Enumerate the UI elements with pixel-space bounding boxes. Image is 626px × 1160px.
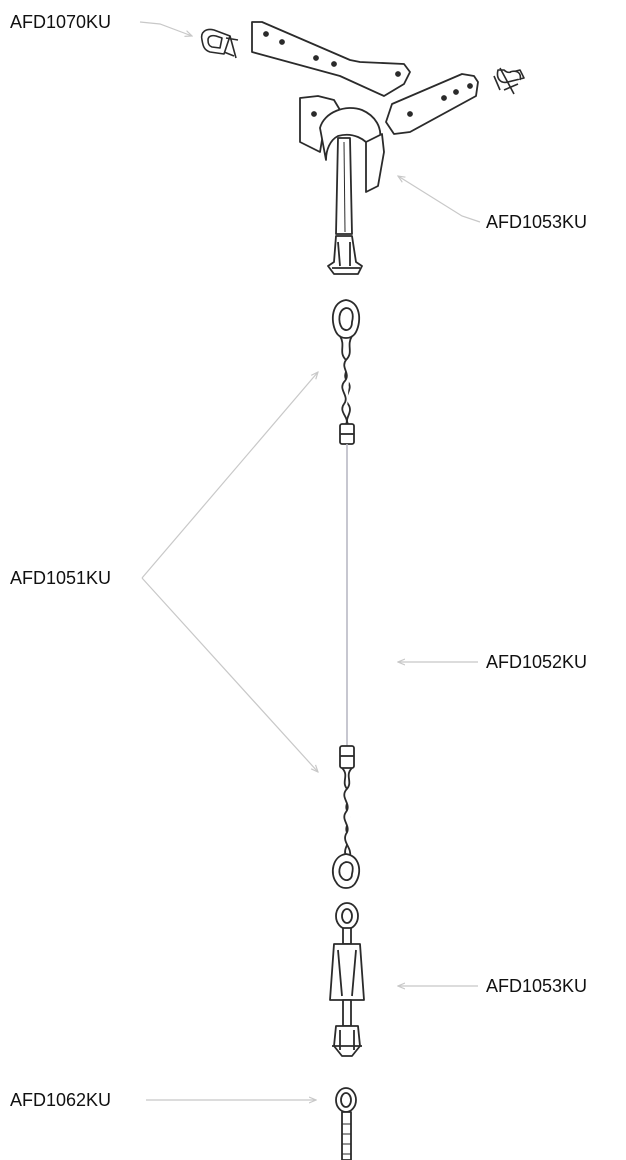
leader-bracket-clip [139, 21, 192, 36]
label-eye-bolt: AFD1062KU [10, 1090, 112, 1110]
wire-loop-bottom [331, 745, 361, 889]
eye-bolt [335, 1087, 357, 1160]
bracket-shackle [327, 235, 363, 275]
label-bracket-clip: AFD1070KU [10, 12, 112, 32]
label-wire-loop: AFD1051KU [10, 568, 112, 588]
leader-wire-loop-bottom [141, 577, 318, 772]
label-turnbuckle: AFD1053KU [486, 976, 588, 996]
wire-loop-top [331, 299, 361, 445]
leader-wire-loop-top [141, 372, 318, 579]
bracket-clip-left [200, 28, 239, 59]
turnbuckle [329, 902, 365, 1057]
wall-bracket [251, 21, 479, 235]
label-wire-rope: AFD1052KU [486, 652, 588, 672]
leader-lines [139, 21, 481, 1100]
bracket-clip-right [493, 67, 525, 95]
label-wall-bracket: AFD1053KU [486, 212, 588, 232]
leader-wall-bracket [398, 176, 481, 223]
